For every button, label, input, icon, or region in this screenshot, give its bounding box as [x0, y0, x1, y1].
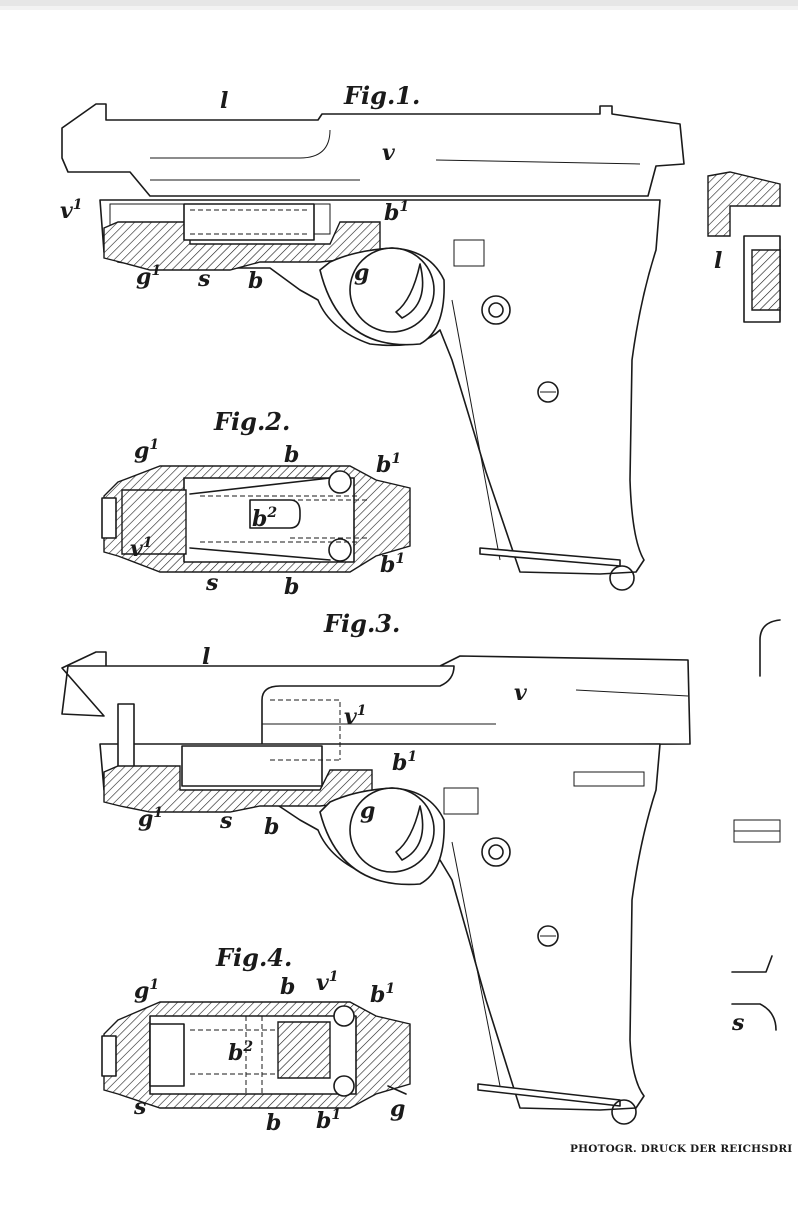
printer-mark: PHOTOGR. DRUCK DER REICHSDRI [570, 1143, 792, 1155]
fig2-section-drawing [101, 465, 411, 573]
fig1-label-v: v [382, 140, 395, 166]
right-edge-label-s: s [731, 1010, 744, 1036]
fig1-reference-labels: l v v1 b1 g s b g1 [60, 88, 409, 294]
fig1-label-v1: v1 [60, 197, 83, 224]
fig3-label-b: b [264, 814, 279, 840]
fig4-title: Fig.4. [215, 943, 292, 972]
fig4-label-b-top: b [280, 974, 295, 1000]
figure-4: Fig.4. g1 b v1 b1 b2 s b b1 g [101, 943, 411, 1136]
fig1-title: Fig.1. [343, 81, 420, 110]
fig2-label-b-bottom: b [284, 574, 299, 600]
fig4-label-b2: b2 [228, 1039, 253, 1066]
fig4-label-s: s [133, 1094, 146, 1120]
fig4-label-v1: v1 [316, 969, 339, 996]
fig3-reference-labels: l v v1 b1 g s b g1 [138, 644, 527, 840]
figure-2: Fig.2. g1 b b1 b2 v1 s b b1 [101, 407, 411, 600]
fig3-pistol-drawing [61, 651, 691, 1125]
fig3-label-g: g [360, 798, 375, 824]
fig4-label-g1: g1 [134, 977, 159, 1004]
fig4-reference-labels: g1 b v1 b1 b2 s b b1 g [133, 969, 405, 1136]
fig1-label-b1: b1 [384, 199, 409, 226]
scan-noise [0, 0, 798, 10]
fig3-label-s: s [219, 808, 232, 834]
figure-3: Fig.3. l v v1 b1 [61, 609, 691, 1125]
fig2-label-s: s [205, 570, 218, 596]
figure-1: Fig.1. [60, 81, 685, 591]
fig2-title: Fig.2. [213, 407, 290, 436]
fig3-label-l: l [202, 644, 210, 670]
fig4-section-drawing [101, 1001, 411, 1109]
fig1-label-s: s [197, 266, 210, 292]
fig1-label-g1: g1 [136, 263, 161, 290]
fig4-label-b-bottom: b [266, 1110, 281, 1136]
fig1-label-b: b [248, 268, 263, 294]
fig2-label-g1: g1 [134, 437, 159, 464]
fig4-label-b1-bottom: b1 [316, 1107, 341, 1134]
fig4-label-g: g [390, 1096, 405, 1122]
fig3-label-v: v [514, 680, 527, 706]
fig2-label-v1: v1 [130, 535, 153, 562]
right-edge-label-l: l [714, 248, 722, 274]
fig2-reference-labels: g1 b b1 b2 v1 s b b1 [130, 437, 405, 600]
fig1-pistol-drawing [61, 103, 685, 591]
fig2-label-b-top: b [284, 442, 299, 468]
fig3-label-b1: b1 [392, 749, 417, 776]
fig1-label-l: l [220, 88, 228, 114]
fig2-label-b1-bottom: b1 [380, 551, 405, 578]
fig2-label-b1-top: b1 [376, 451, 401, 478]
fig3-title: Fig.3. [323, 609, 400, 638]
fig2-label-b2: b2 [252, 505, 277, 532]
right-edge-cropped-drawings: l s [707, 171, 781, 1036]
fig4-label-b1-top: b1 [370, 981, 395, 1008]
fig1-label-g: g [354, 260, 369, 286]
fig3-label-g1: g1 [138, 805, 163, 832]
fig3-label-v1: v1 [344, 703, 367, 730]
